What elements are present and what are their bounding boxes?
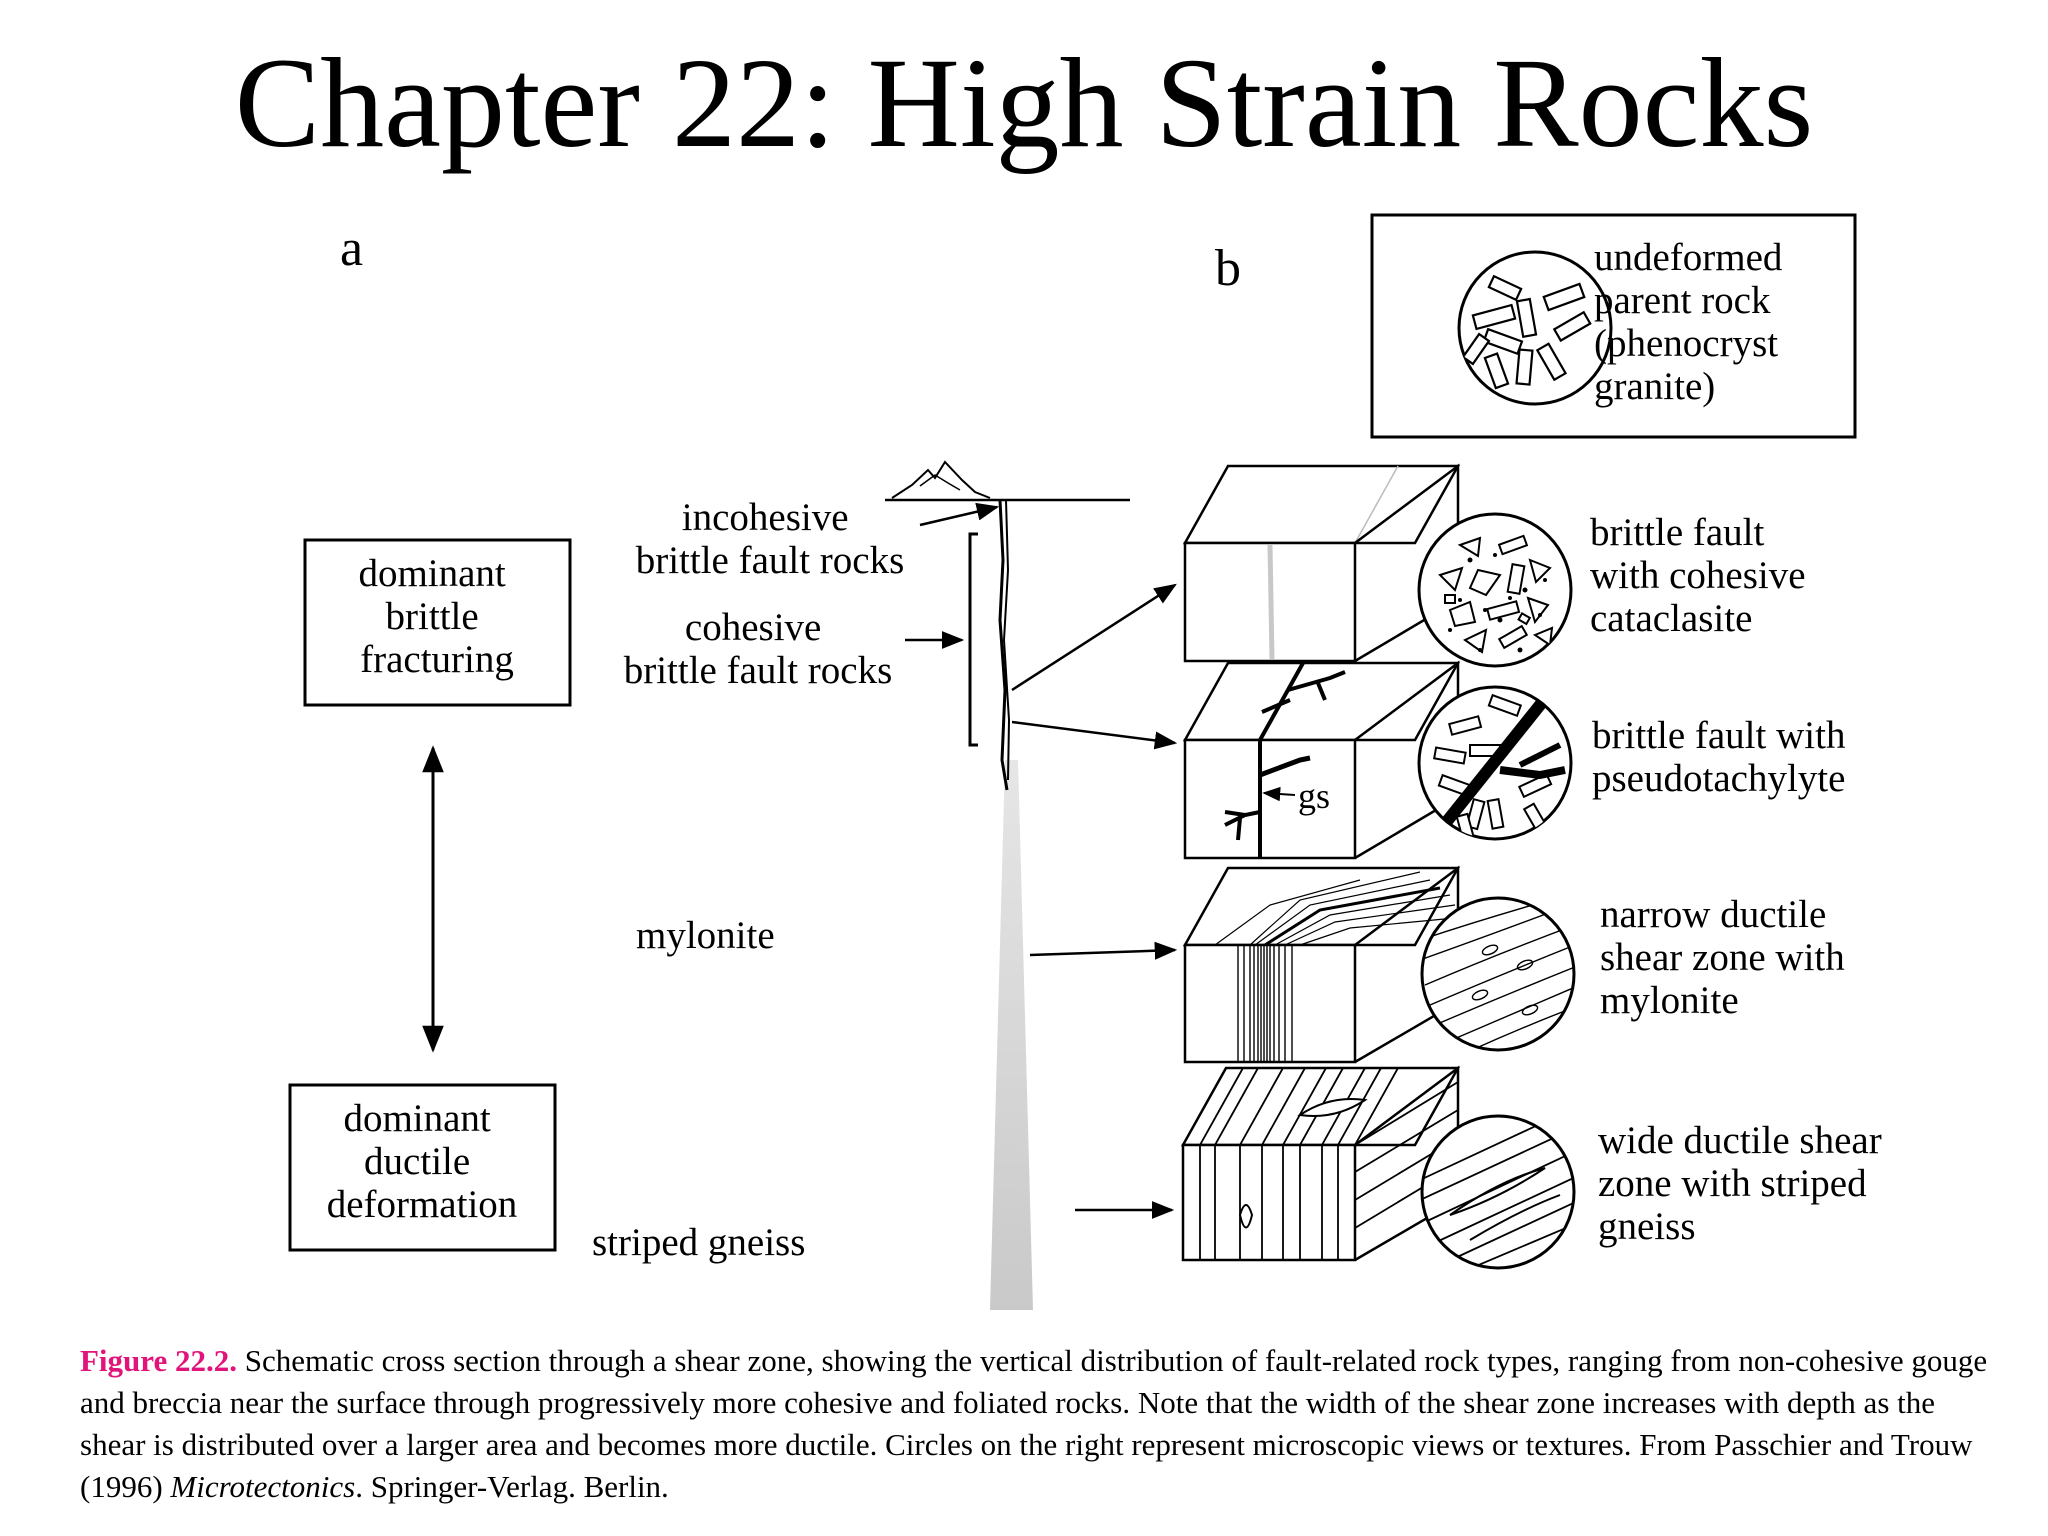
- panel-a-label: a: [340, 220, 363, 277]
- incohesive-arrow: [919, 502, 1000, 527]
- striped-gneiss-zone-label: wide ductile shear zone with striped gne…: [1598, 1119, 1891, 1248]
- svg-text:dominant brittle f: dominant brittle fracturing: [358, 552, 515, 681]
- svg-text:dominant ductile d: dominant ductile deformation: [327, 1097, 518, 1226]
- slide-title: Chapter 22: High Strain Rocks: [234, 32, 1814, 174]
- cohesive-label: cohesive brittle fault rocks: [624, 606, 893, 692]
- block-mylonite: [1182, 865, 1461, 1064]
- incohesive-label: incohesive brittle fault rocks: [636, 496, 905, 582]
- shear-zone-figure: a b dominant brittle fracturing dominant…: [288, 213, 1891, 1310]
- arrow-to-block-2: [1011, 720, 1178, 750]
- brittle-box-line-2: brittle: [386, 595, 479, 638]
- block-pseudotachylyte: gs: [1182, 660, 1461, 860]
- cataclasite-circle: brittle fault with cohesive cataclasite: [1417, 511, 1815, 668]
- shear-zone-cross-section: [885, 460, 1130, 1310]
- pseudotachylyte-circle: brittle fault with pseudotachylyte: [1417, 685, 1855, 841]
- ductile-deformation-box: dominant ductile deformation: [288, 1083, 557, 1252]
- caption-book-title: Microtectonics: [170, 1469, 356, 1504]
- arrow-to-block-3: [1029, 941, 1178, 960]
- ductile-box-line-2: ductile: [364, 1140, 470, 1183]
- ductile-box-line-3: deformation: [327, 1183, 518, 1226]
- gs-label: gs: [1298, 776, 1330, 816]
- parent-rock-label: undeformed parent rock (phenocryst grani…: [1594, 236, 1792, 408]
- mylonite-label: mylonite: [636, 914, 775, 957]
- parent-rock-box: undeformed parent rock (phenocryst grani…: [1370, 213, 1857, 439]
- mylonite-circle: narrow ductile shear zone with mylonite: [1420, 893, 1855, 1052]
- arrow-to-block-1: [1011, 583, 1177, 692]
- caption-publisher: . Springer-Verlag. Berlin.: [355, 1469, 669, 1504]
- caption-label: Figure 22.2.: [80, 1343, 237, 1378]
- brittle-fracturing-box: dominant brittle fracturing: [303, 538, 572, 707]
- cataclasite-label: brittle fault with cohesive cataclasite: [1590, 511, 1815, 640]
- brittle-box-line-3: fracturing: [360, 638, 514, 681]
- pseudotachylyte-label: brittle fault with pseudotachylyte: [1592, 714, 1855, 800]
- ductile-box-line-1: dominant: [343, 1097, 490, 1140]
- figure-caption: Figure 22.2. Schematic cross section thr…: [80, 1340, 2000, 1508]
- block-cataclasite: [1182, 463, 1461, 663]
- panel-b-label: b: [1215, 240, 1241, 297]
- gs-arrow: [1262, 786, 1296, 802]
- brittle-box-line-1: dominant: [358, 552, 505, 595]
- block-striped-gneiss: [1180, 1065, 1461, 1262]
- caption-text: Schematic cross section through a shear …: [80, 1343, 1988, 1504]
- mylonite-zone-label: narrow ductile shear zone with mylonite: [1600, 893, 1855, 1022]
- striped-gneiss-circle: wide ductile shear zone with striped gne…: [1420, 1114, 1891, 1270]
- striped-gneiss-label: striped gneiss: [592, 1221, 805, 1264]
